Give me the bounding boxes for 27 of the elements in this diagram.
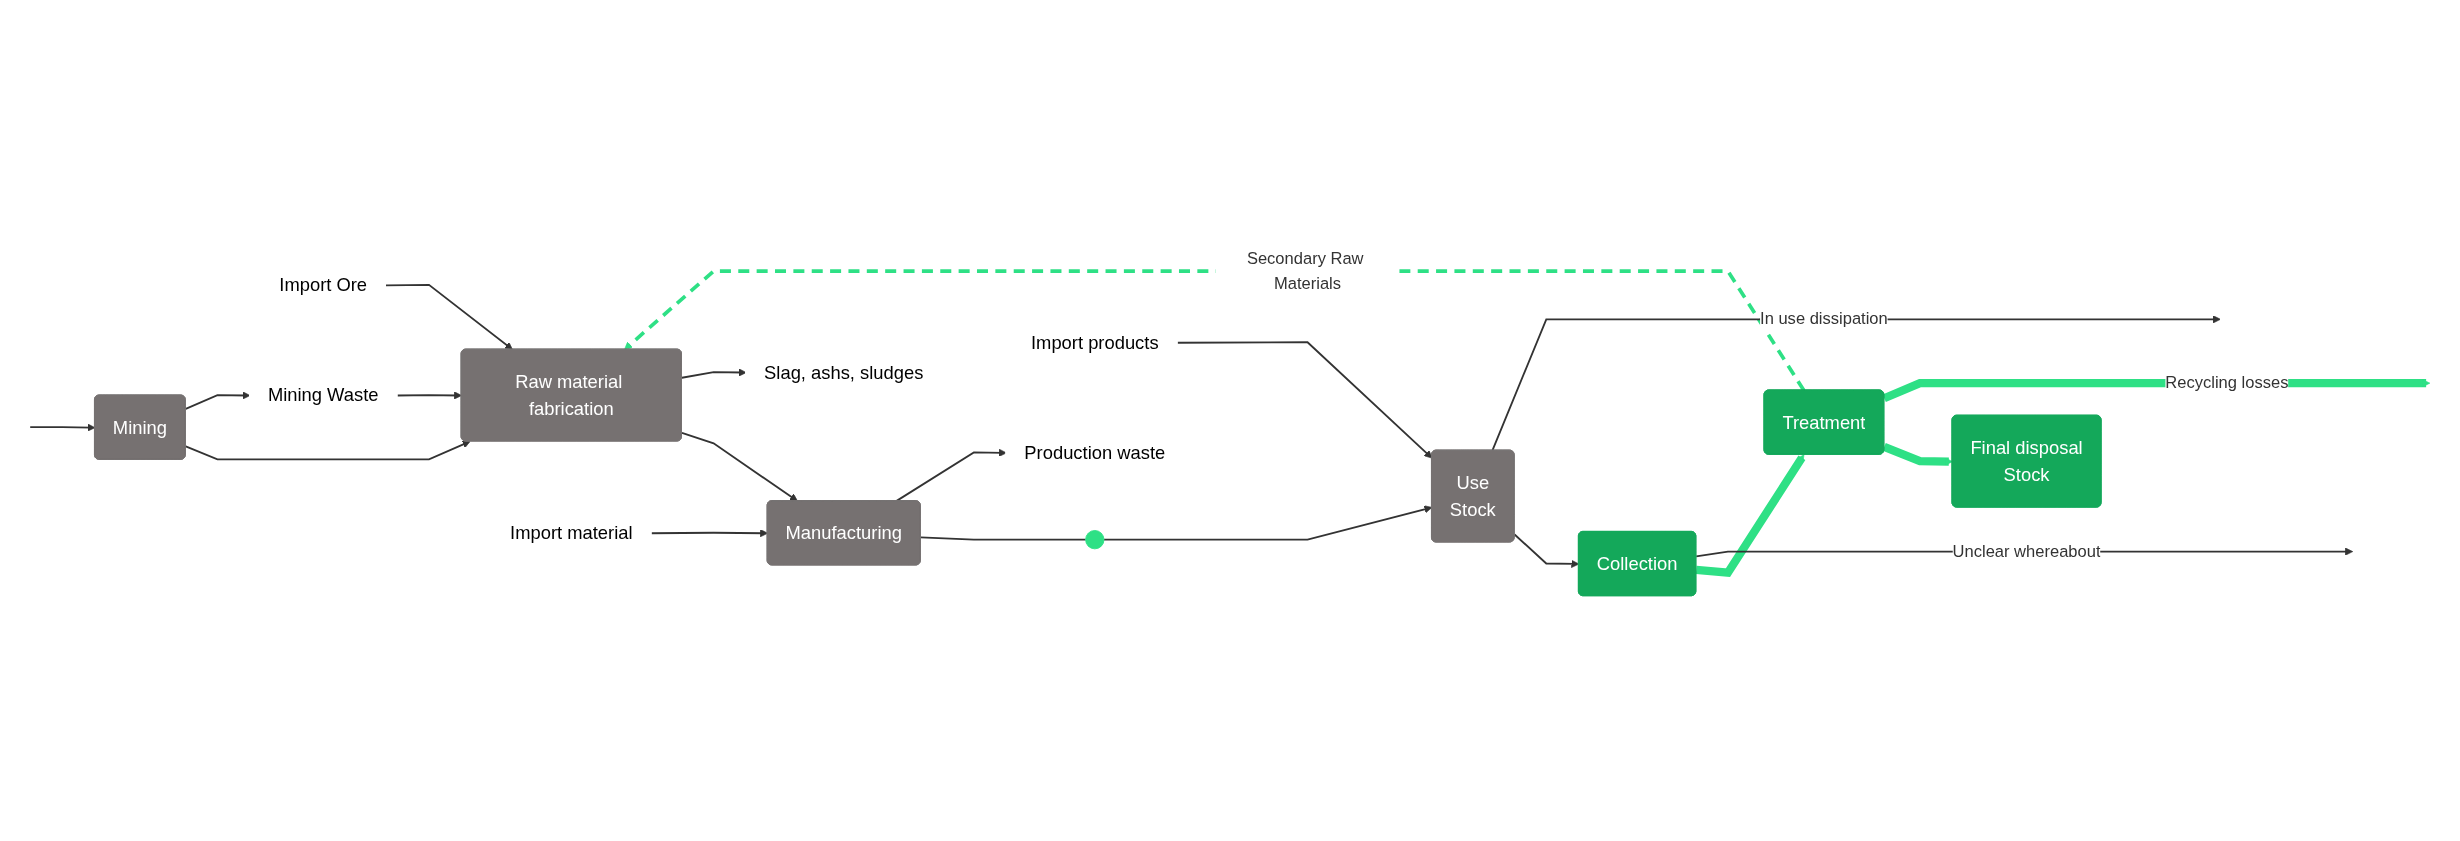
connector xyxy=(919,535,1087,541)
node-text: Import material xyxy=(510,522,633,543)
arrow xyxy=(1103,504,1433,541)
arrow xyxy=(1513,533,1580,568)
arrow xyxy=(1176,340,1433,458)
arrow xyxy=(184,440,471,460)
edge-label: Unclear whereabout xyxy=(1952,541,2101,560)
node-circle xyxy=(1085,529,1105,549)
arrow xyxy=(681,367,747,379)
edge-label: In use dissipation xyxy=(1760,309,1888,328)
arrow xyxy=(650,528,768,537)
arrow xyxy=(624,268,1806,391)
arrow xyxy=(1695,453,1806,577)
node-text: Import products xyxy=(1031,331,1159,352)
arrow xyxy=(29,423,96,432)
arrow xyxy=(396,390,462,399)
node-text: Import Ore xyxy=(279,274,368,295)
node-text: Production waste xyxy=(1024,441,1166,463)
arrow xyxy=(184,390,251,410)
node-text: Mining Waste xyxy=(267,384,379,405)
edge-label: Secondary Raw Materials xyxy=(1246,248,1364,292)
arrow xyxy=(895,448,1007,502)
arrow xyxy=(385,283,513,350)
arrow xyxy=(681,431,798,501)
node-text: Slag, ashs, sludges xyxy=(764,361,924,382)
edge-label: Recycling losses xyxy=(2165,372,2289,392)
arrow xyxy=(1882,442,1953,466)
